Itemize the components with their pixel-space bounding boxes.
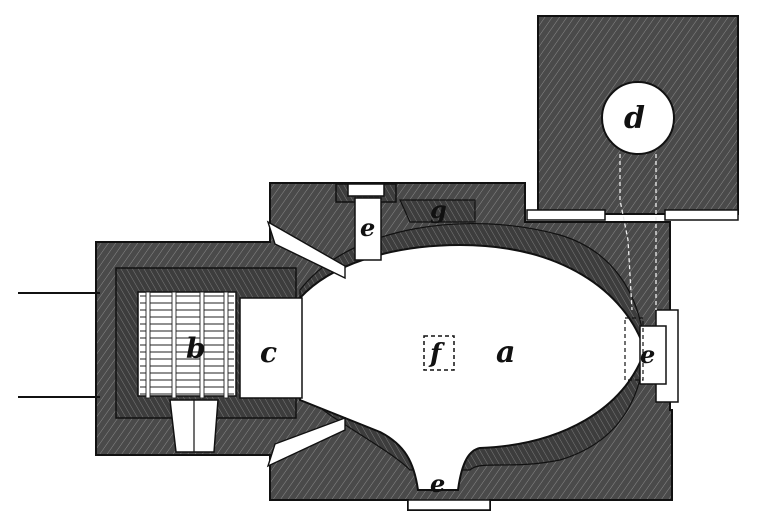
label-e-bottom: e [430, 469, 445, 498]
grate-post [171, 291, 177, 399]
label-e-right: e [640, 340, 655, 369]
lower-air-slot [266, 416, 346, 468]
label-b: b [186, 332, 206, 365]
label-c: c [260, 336, 277, 369]
flue-d [601, 81, 675, 155]
label-d: d [624, 101, 645, 136]
right-door-dashed [624, 317, 644, 381]
grate-post [223, 291, 229, 399]
dashed-square-f [423, 335, 455, 371]
upper-air-slot [266, 220, 346, 280]
flue-gap-right [664, 209, 739, 221]
label-e-top: e [360, 213, 375, 242]
label-a: a [496, 335, 515, 370]
flue-gap [526, 209, 606, 221]
label-f: f [428, 339, 445, 369]
right-door-e [639, 325, 667, 385]
flue-duct-dashed [619, 154, 657, 311]
grate-post [145, 291, 151, 399]
top-door-plate [347, 183, 385, 197]
top-door-e [354, 197, 382, 261]
g-bracket [399, 199, 476, 223]
grate-post [199, 291, 205, 399]
chamber-a [299, 243, 647, 491]
grate-bars [140, 291, 234, 399]
label-g: g [430, 195, 447, 224]
bottom-door-plate [407, 499, 491, 511]
chamber-c [239, 297, 303, 399]
